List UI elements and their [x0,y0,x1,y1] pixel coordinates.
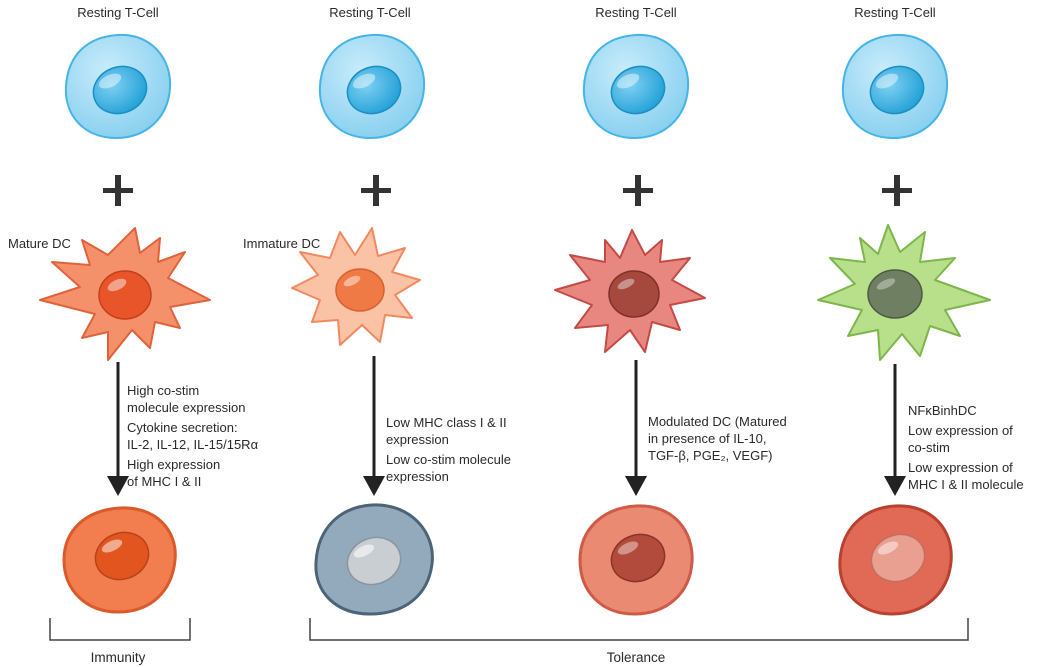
property-line: IL-2, IL-12, IL-15/15Rα [127,437,259,452]
property-line: molecule expression [127,400,246,415]
arrow-nfkb-to-treg [884,364,906,496]
property-line: expression [386,469,449,484]
plus-icon [623,175,653,206]
property-line: High expression [127,457,220,472]
property-line: Low MHC class I & II [386,415,507,430]
arrow-immature-to-anergic [363,356,385,496]
plus-icon [103,175,133,206]
property-line: of MHC I & II [127,474,201,489]
property-line: expression [386,432,449,447]
anergic-tcell [314,503,434,616]
property-line: in presence of IL-10, [648,431,767,446]
property-line: High co-stim [127,383,199,398]
resting-tcell [64,33,172,140]
resting-tcell-label: Resting T-Cell [329,5,411,20]
arrow-mature-to-immunity [107,362,129,496]
property-line: NFκBinhDC [908,403,977,418]
effector-tcell [62,506,177,614]
property-line: Low expression of [908,460,1013,475]
mature-dc-properties: High co-stim molecule expressionCytokine … [127,383,259,489]
column-mature-dc: Resting T-Cell Mature DC High co-stim mol… [8,5,259,614]
resting-tcell-label: Resting T-Cell [595,5,677,20]
nfkb-inhibited-dendritic-cell [817,224,991,361]
property-line: Modulated DC (Matured [648,414,787,429]
dc-label: Mature DC [8,236,71,251]
column-nfkb-inhibited-dc: Resting T-Cell NFκBinhDC Low expression o… [817,5,1024,616]
dc-label: Immature DC [243,236,320,251]
property-line: Low expression of [908,423,1013,438]
immunity-bracket: Immunity [49,618,191,665]
tolerogenic-tcell [838,504,953,616]
property-line: co-stim [908,440,950,455]
property-line: Low co-stim molecule [386,452,511,467]
tolerance-bracket: Tolerance [309,618,969,665]
mature-dendritic-cell [39,227,211,361]
plus-icon [882,175,912,206]
resting-tcell [582,33,690,140]
column-modulated-dc: Resting T-Cell Modulated DC (Matured in p… [554,5,787,616]
immature-dendritic-cell [291,227,421,346]
property-line: Cytokine secretion: [127,420,238,435]
arrow-modulated-to-treg [625,360,647,496]
resting-tcell-label: Resting T-Cell [854,5,936,20]
column-immature-dc: Resting T-Cell Immature DC Low MHC class… [243,5,511,616]
modulated-dendritic-cell [554,229,706,353]
resting-tcell-label: Resting T-Cell [77,5,159,20]
tolerance-label: Tolerance [607,650,666,665]
property-line: MHC I & II molecule [908,477,1024,492]
immunity-label: Immunity [91,650,146,665]
regulatory-tcell [578,504,694,616]
modulated-dc-properties: Modulated DC (Matured in presence of IL-1… [648,414,787,463]
resting-tcell [318,33,426,140]
resting-tcell [841,33,949,140]
plus-icon [361,175,391,206]
property-line: TGF-β, PGE₂, VEGF) [648,448,772,463]
